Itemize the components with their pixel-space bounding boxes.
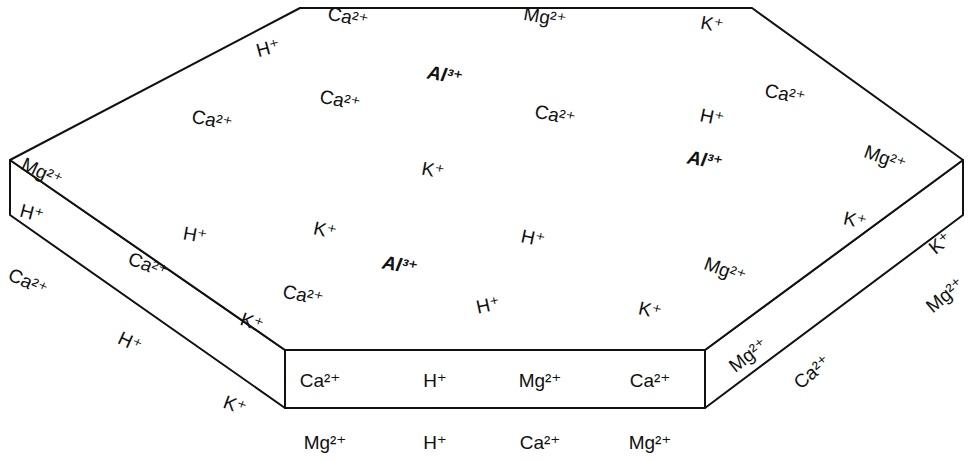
ion-label: Ca²⁺ <box>630 371 671 390</box>
ion-label: Ca²⁺ <box>790 352 833 393</box>
ion-label: H⁺ <box>182 224 209 247</box>
ion-label: H⁺ <box>519 226 546 250</box>
ion-label: K⁺ <box>221 392 249 418</box>
ion-label: H⁺ <box>474 293 501 317</box>
ion-label: H⁺ <box>423 371 447 390</box>
ion-label: K⁺ <box>842 208 868 231</box>
ion-label: Mg²⁺ <box>304 433 347 452</box>
ion-label: K⁺ <box>312 218 338 241</box>
ion-label: K⁺ <box>699 13 725 36</box>
ion-label: K⁺ <box>420 159 446 182</box>
ion-label: H⁺ <box>698 105 725 129</box>
ion-label: K⁺ <box>637 298 663 321</box>
front-face <box>285 350 705 408</box>
ion-label: Ca²⁺ <box>300 371 341 390</box>
ion-label: Mg²⁺ <box>519 371 562 390</box>
ion-label: Mg²⁺ <box>629 433 672 452</box>
ion-label: Ca²⁺ <box>520 433 561 452</box>
ion-label: H⁺ <box>115 328 145 355</box>
ion-label: H⁺ <box>423 433 447 452</box>
ion-label: Mg²⁺ <box>922 274 967 316</box>
top-face <box>10 8 963 350</box>
ion-label: Ca²⁺ <box>6 265 51 299</box>
